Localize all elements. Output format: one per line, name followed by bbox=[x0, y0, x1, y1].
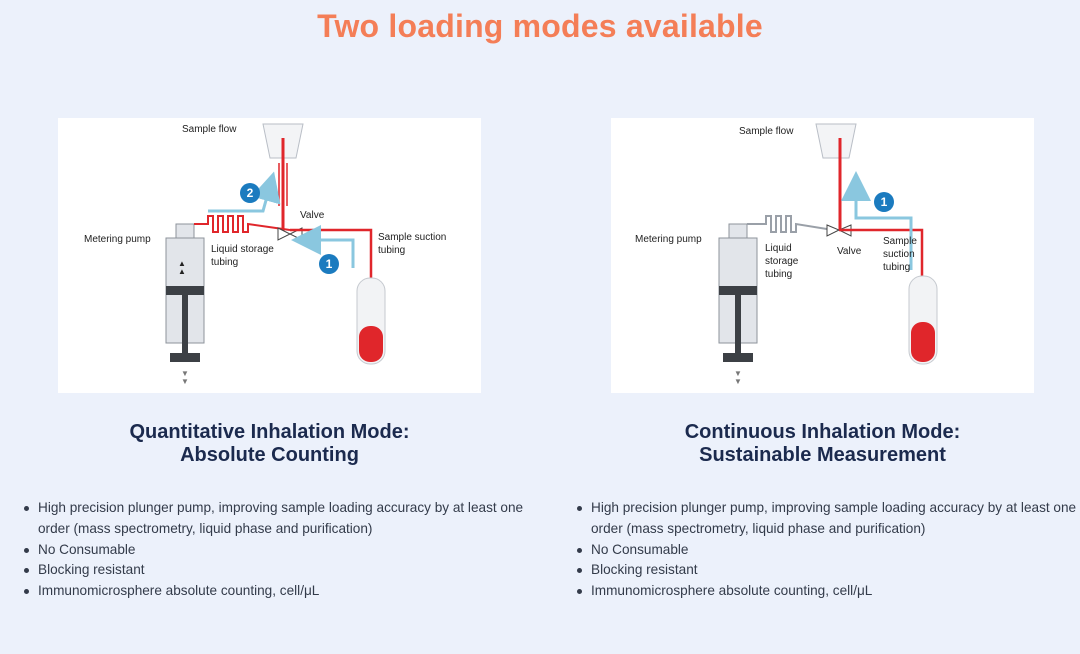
label-sample-flow: Sample flow bbox=[182, 124, 237, 135]
quantitative-mode-diagram: ▲ ▲ ▼ ▼ 2 1 Sample flow Valve Metering p bbox=[58, 118, 481, 393]
label-suction-tubing: tubing bbox=[883, 262, 910, 273]
list-item: High precision plunger pump, improving s… bbox=[24, 498, 538, 540]
label-suction: suction bbox=[883, 249, 915, 260]
mode-title-line2: Absolute Counting bbox=[180, 444, 359, 466]
mode-title: Continuous Inhalation Mode: Sustainable … bbox=[611, 421, 1034, 467]
label-valve: Valve bbox=[300, 210, 325, 221]
continuous-mode-diagram: ▼ ▼ 1 Sample flow Metering pump Liquid s… bbox=[611, 118, 1034, 393]
list-item: No Consumable bbox=[24, 540, 538, 561]
label-sample-flow: Sample flow bbox=[739, 126, 794, 137]
label-suction: Sample suction bbox=[378, 232, 446, 243]
label-liquid: Liquid bbox=[765, 243, 792, 254]
mode-title-line1: Quantitative Inhalation Mode: bbox=[129, 421, 410, 443]
label-suction-2: tubing bbox=[378, 245, 405, 256]
list-item: Blocking resistant bbox=[24, 560, 538, 581]
mode-card-continuous: ▼ ▼ 1 Sample flow Metering pump Liquid s… bbox=[577, 118, 1076, 598]
list-item: Immunomicrosphere absolute counting, cel… bbox=[577, 581, 1080, 602]
feature-list: High precision plunger pump, improving s… bbox=[19, 498, 538, 602]
list-item: No Consumable bbox=[577, 540, 1080, 561]
label-storage: storage bbox=[765, 256, 799, 267]
svg-text:▼: ▼ bbox=[181, 377, 189, 386]
step-badge-1: 1 bbox=[881, 195, 888, 209]
page-title: Two loading modes available bbox=[317, 8, 763, 44]
svg-text:▼: ▼ bbox=[734, 377, 742, 386]
label-tubing: tubing bbox=[765, 269, 792, 280]
feature-list: High precision plunger pump, improving s… bbox=[572, 498, 1080, 602]
label-liquid-storage-2: tubing bbox=[211, 257, 238, 268]
mode-title: Quantitative Inhalation Mode: Absolute C… bbox=[58, 421, 481, 467]
label-liquid-storage: Liquid storage bbox=[211, 244, 274, 255]
mode-title-line2: Sustainable Measurement bbox=[699, 444, 946, 466]
label-sample: Sample bbox=[883, 236, 917, 247]
list-item: High precision plunger pump, improving s… bbox=[577, 498, 1080, 540]
label-metering-pump: Metering pump bbox=[84, 234, 151, 245]
svg-text:▲: ▲ bbox=[178, 267, 186, 276]
step-badge-2: 2 bbox=[247, 186, 254, 200]
mode-title-line1: Continuous Inhalation Mode: bbox=[684, 421, 961, 443]
svg-text:▲: ▲ bbox=[178, 259, 186, 268]
mode-card-quantitative: ▲ ▲ ▼ ▼ 2 1 Sample flow Valve Metering p bbox=[24, 118, 538, 598]
step-badge-1: 1 bbox=[326, 257, 333, 271]
svg-text:▼: ▼ bbox=[181, 369, 189, 378]
svg-text:▼: ▼ bbox=[734, 369, 742, 378]
label-metering-pump: Metering pump bbox=[635, 234, 702, 245]
list-item: Blocking resistant bbox=[577, 560, 1080, 581]
label-valve: Valve bbox=[837, 246, 862, 257]
list-item: Immunomicrosphere absolute counting, cel… bbox=[24, 581, 538, 602]
